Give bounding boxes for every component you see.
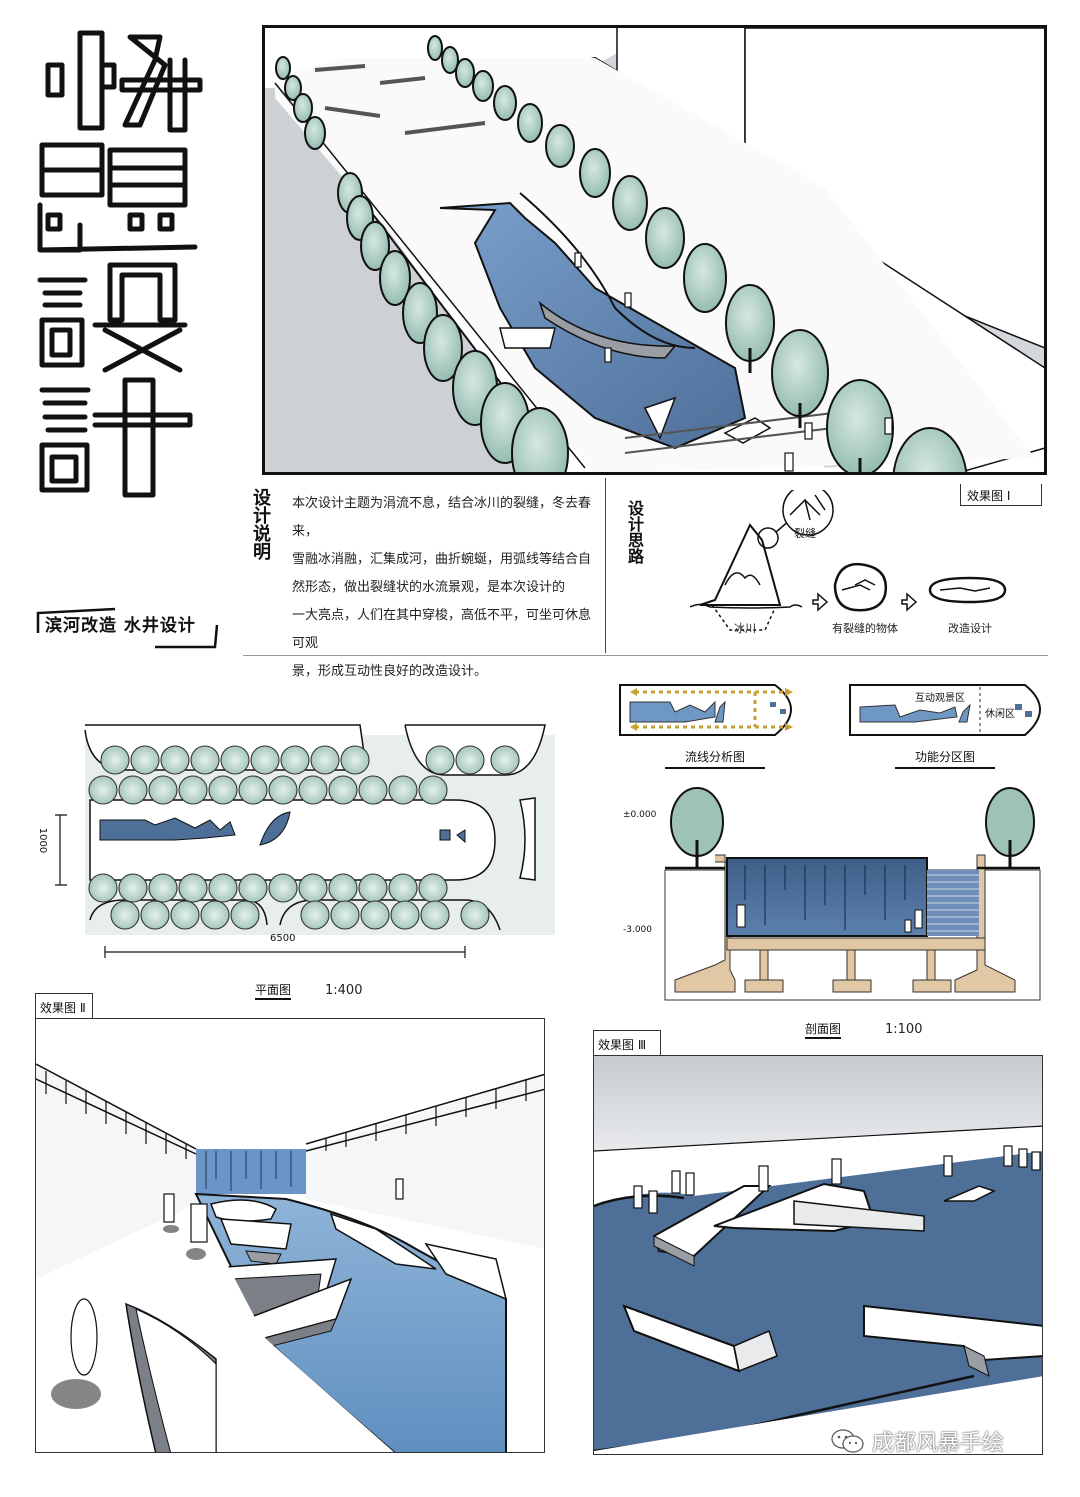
poster-title: [30, 25, 240, 605]
plan-scale: 1:400: [325, 983, 363, 998]
site-plan-drawing: [55, 724, 555, 958]
description-line: 本次设计主题为涓流不息，结合冰川的裂缝，冬去春来，: [292, 496, 592, 539]
wechat-icon: [831, 1429, 864, 1453]
flow-analysis-caption: 流线分析图: [665, 748, 765, 769]
description-line: 景，形成互动性良好的改造设计。: [292, 664, 488, 679]
idea-step-cracked-object: 有裂缝的物体: [832, 622, 898, 635]
flow-analysis-diagram: [615, 677, 810, 742]
info-panel: [243, 478, 1048, 656]
panel-divider: [605, 478, 606, 653]
stepping-stones-perspective-drawing: [594, 1056, 1042, 1454]
site-plan: 6500: [45, 720, 565, 960]
watermark-text: 成都风暴手绘: [872, 1431, 1005, 1456]
subtitle-block: 滨河改造 水井设计: [35, 605, 225, 650]
idea-callout-crack: 裂缝: [794, 527, 816, 540]
idea-sketch: [690, 490, 1007, 631]
function-zoning-caption: 功能分区图: [895, 748, 995, 769]
function-zoning-diagram: 互动观景区 休闲区: [845, 677, 1055, 742]
section-drawing: ±0.000 -3.000: [615, 780, 1045, 1005]
plan-dimension-length: 6500: [270, 933, 296, 944]
perspective-2-label: 效果图 Ⅱ: [35, 993, 93, 1019]
design-description-body: 本次设计主题为涓流不息，结合冰川的裂缝，冬去春来， 雪融冰消融，汇集成河，曲折蜿…: [292, 490, 602, 686]
description-line: 一大亮点，人们在其中穿梭，高低不平，可坐可休息可观: [292, 608, 592, 651]
zone-leisure: 休闲区: [985, 709, 1015, 720]
function-zoning-sketch: [849, 684, 1041, 736]
section-scale: 1:100: [885, 1022, 923, 1037]
perspective-3-label: 效果图 Ⅲ: [593, 1030, 661, 1055]
elevation-bottom: -3.000: [623, 925, 653, 935]
elevation-top: ±0.000: [623, 810, 657, 820]
design-idea-diagram: 裂缝 冰川 有裂缝的物体 改造设计: [690, 490, 1040, 640]
title-lettering: [37, 30, 203, 498]
flow-analysis-sketch: [619, 684, 793, 736]
description-line: 雪融冰消融，汇集成河，曲折蜿蜒，用弧线等结合自: [292, 552, 592, 567]
design-idea-heading: 设计思路: [625, 500, 644, 564]
plan-dimension-width-label: 1000: [37, 827, 49, 854]
perspective-view-1: [262, 25, 1047, 475]
waterfall-perspective-drawing: [36, 1063, 544, 1452]
idea-step-redesign: 改造设计: [948, 622, 992, 635]
perspective-1-label: 效果图 Ⅰ: [960, 484, 1042, 506]
design-description-heading: 设计说明: [250, 488, 271, 560]
section-caption: 剖面图: [805, 1020, 842, 1039]
zone-interactive-viewing: 互动观景区: [915, 693, 965, 704]
watermark: 成都风暴手绘: [830, 1425, 1004, 1457]
plan-caption: 平面图: [255, 981, 292, 1000]
subtitle-text: 滨河改造 水井设计: [45, 616, 196, 636]
idea-step-glacier: 冰川: [734, 622, 756, 635]
aerial-perspective-drawing: [265, 28, 1044, 472]
description-line: 然形态，做出裂缝状的水流景观，是本次设计的: [292, 580, 566, 595]
perspective-view-3: [593, 1055, 1043, 1455]
perspective-view-2: [35, 1018, 545, 1453]
subtitle-bracket: [36, 607, 219, 649]
section-sketch: [664, 787, 1041, 1001]
